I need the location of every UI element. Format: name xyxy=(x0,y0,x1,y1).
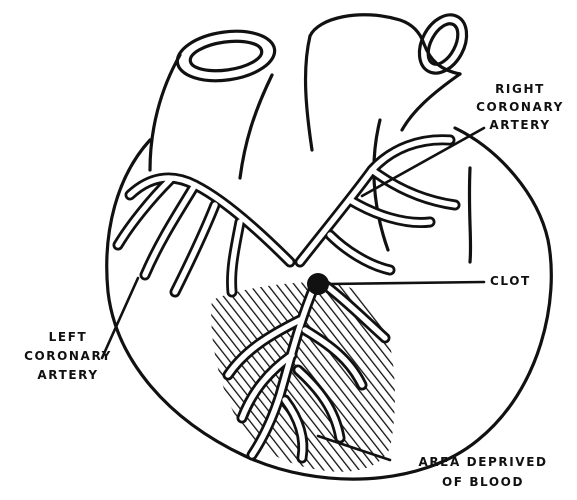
upper-vessel-arch xyxy=(402,74,460,130)
label-right-coronary-artery: RIGHT CORONARY ARTERY xyxy=(462,80,577,134)
aorta-right-edge xyxy=(240,75,272,178)
aorta-inner-opening xyxy=(188,37,263,75)
label-area-deprived-of-blood: AREA DEPRIVED OF BLOOD xyxy=(394,452,572,492)
upper-vessel-left-edge xyxy=(306,36,312,150)
label-left-coronary-artery: LEFT CORONARY ARTERY xyxy=(8,328,128,385)
aorta-left-tube xyxy=(150,55,180,170)
label-clot: CLOT xyxy=(490,273,550,290)
clot-marker xyxy=(307,273,329,295)
right-atrium-curve xyxy=(469,168,470,262)
clot-leader xyxy=(328,282,484,284)
upper-vessel-opening xyxy=(410,7,476,81)
upper-vessel-outer xyxy=(310,15,424,44)
aorta-opening xyxy=(174,25,278,86)
